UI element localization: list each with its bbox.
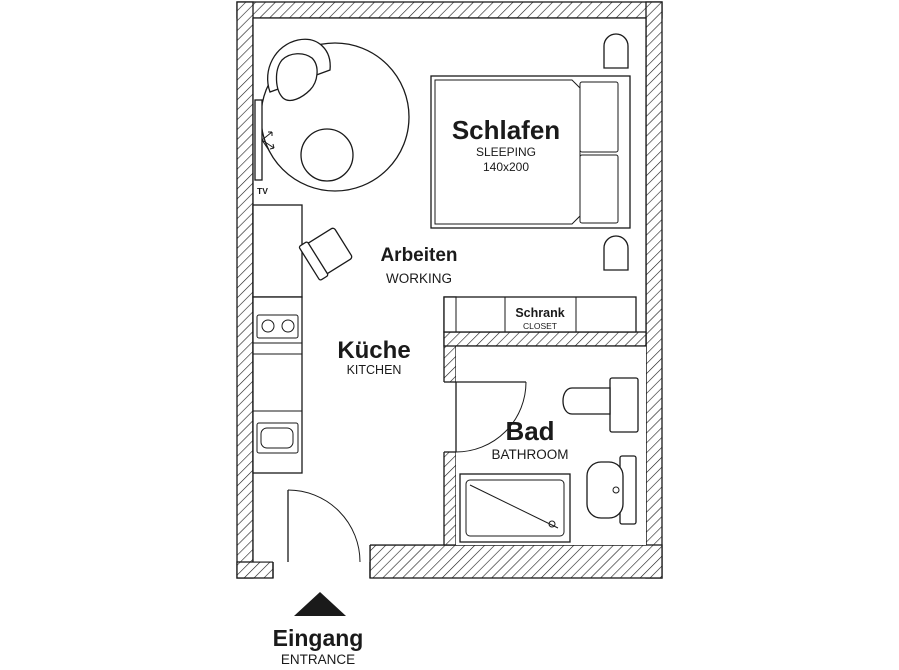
sleeping-title: Schlafen	[452, 115, 560, 145]
bed-size-label: 140x200	[483, 160, 529, 174]
washbasin	[586, 455, 637, 525]
entrance-door	[287, 489, 361, 563]
bathroom-door	[455, 381, 527, 453]
stove	[256, 314, 299, 339]
office-chair	[298, 227, 353, 281]
nightstand-bottom	[603, 235, 629, 271]
closet-subtitle: CLOSET	[523, 321, 557, 331]
tv-unit	[254, 99, 275, 181]
tv-label: TV	[257, 186, 268, 196]
bathroom-title: Bad	[505, 416, 554, 446]
bathtub	[459, 473, 571, 543]
kitchen-sink	[256, 422, 299, 454]
nightstand-top	[603, 33, 629, 69]
toilet	[562, 377, 639, 433]
kitchen-title: Küche	[337, 337, 410, 364]
bathroom-subtitle: BATHROOM	[492, 447, 569, 462]
entrance-title: Eingang	[273, 625, 364, 651]
working-subtitle: WORKING	[386, 271, 452, 286]
entrance-subtitle: ENTRANCE	[281, 652, 355, 667]
bed	[430, 75, 631, 229]
working-title: Arbeiten	[380, 245, 457, 266]
closet: Schrank CLOSET	[443, 296, 637, 333]
side-table	[300, 128, 354, 182]
sleeping-subtitle: SLEEPING	[476, 145, 536, 159]
desk-counter	[252, 204, 303, 298]
kitchen-counter	[252, 296, 303, 474]
closet-title: Schrank	[515, 306, 564, 320]
entrance-arrow-icon	[294, 592, 346, 616]
lounge-chair	[267, 38, 331, 102]
kitchen-subtitle: KITCHEN	[347, 363, 402, 377]
